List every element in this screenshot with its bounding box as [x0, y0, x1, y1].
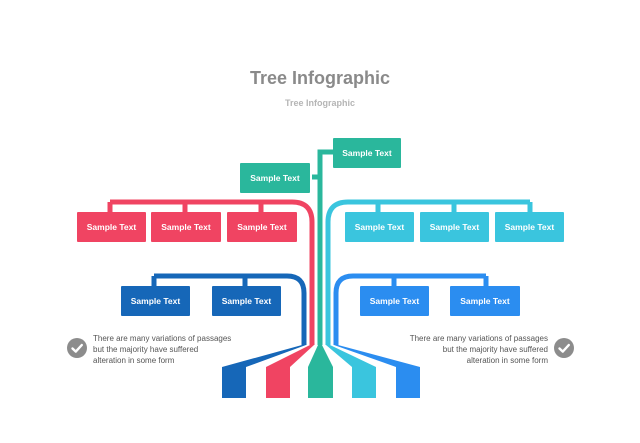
node-red-1: Sample Text [77, 212, 146, 242]
blue-root-fan [334, 345, 420, 367]
note-left: There are many variations of passages bu… [93, 334, 232, 365]
cyan-root-fan [326, 345, 376, 367]
node-red-2: Sample Text [151, 212, 221, 242]
red-root-bar [266, 367, 290, 398]
note-right: There are many variations of passages bu… [409, 334, 548, 365]
node-red-3: Sample Text [227, 212, 297, 242]
cyan-root-bar [352, 367, 376, 398]
node-navy-2: Sample Text [212, 286, 281, 316]
teal-root-fan [308, 345, 333, 367]
node-blue-1: Sample Text [360, 286, 429, 316]
node-navy-1: Sample Text [121, 286, 190, 316]
node-top-left: Sample Text [240, 163, 310, 193]
teal-connector [312, 149, 333, 345]
blue-root-bar [396, 367, 420, 398]
node-cyan-2: Sample Text [420, 212, 489, 242]
node-cyan-1: Sample Text [345, 212, 414, 242]
red-connector [107, 199, 315, 345]
navy-connector [151, 273, 307, 345]
page-title: Tree Infographic [249, 68, 391, 88]
navy-root-fan [222, 345, 306, 367]
page-subtitle: Tree Infographic [284, 98, 355, 108]
blue-connector [333, 273, 489, 345]
navy-root-bar [222, 367, 246, 398]
node-cyan-3: Sample Text [495, 212, 564, 242]
teal-root-bar [308, 367, 333, 398]
node-top-right: Sample Text [333, 138, 401, 168]
check-circle-icon [67, 338, 87, 358]
red-root-fan [266, 345, 314, 367]
check-circle-icon [554, 338, 574, 358]
node-blue-2: Sample Text [450, 286, 520, 316]
cyan-connector [325, 199, 533, 345]
